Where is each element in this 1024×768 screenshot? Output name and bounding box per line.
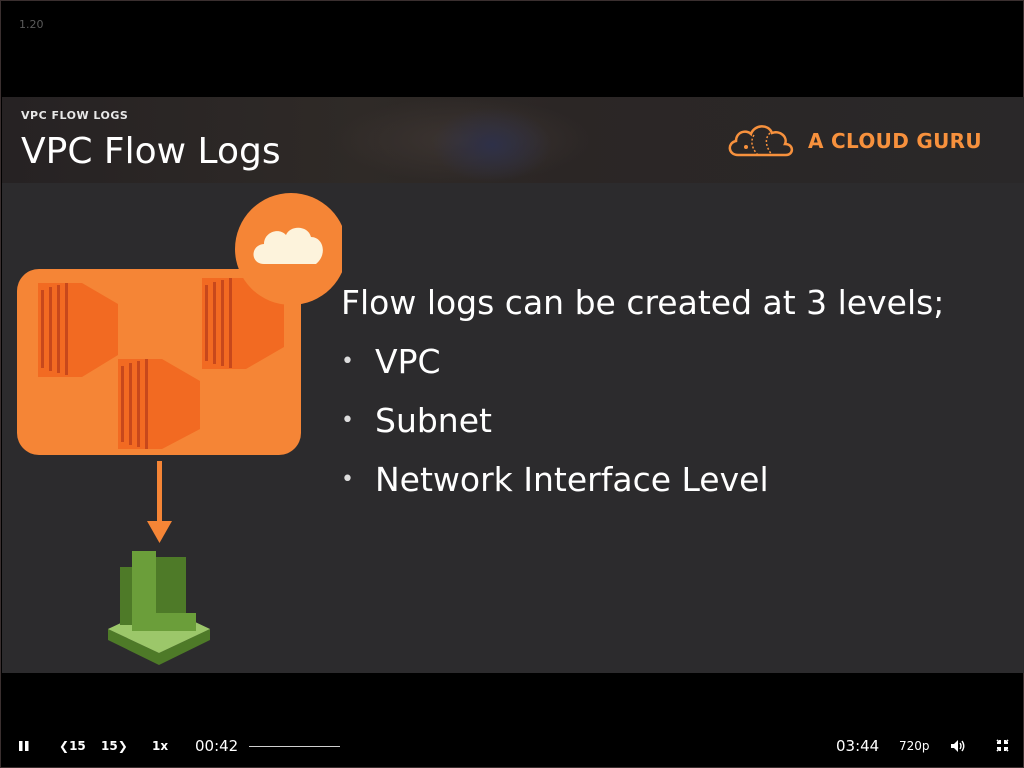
slide-title: VPC Flow Logs [21,131,281,172]
forward-15-icon: ❯ [117,739,128,753]
bullet-list: Flow logs can be created at 3 levels; • … [341,283,944,499]
bullet-item: • VPC [341,342,944,381]
bullet-lead: Flow logs can be created at 3 levels; [341,283,945,322]
section-label: VPC FLOW LOGS [21,109,129,122]
bullet-item: • Network Interface Level [341,460,944,499]
quality-button[interactable]: 720p [899,739,930,753]
version-label: 1.20 [19,18,44,31]
exit-fullscreen-button[interactable] [996,737,1009,755]
rewind-label: 15 [69,739,86,753]
ec2-instance-icon [38,283,118,377]
brand-logo: A CLOUD GURU [724,119,982,163]
pause-button[interactable] [18,737,30,755]
volume-button[interactable] [950,737,966,755]
forward-15-button[interactable]: 15❯ [101,737,128,755]
bullet-text: Network Interface Level [375,460,769,499]
volume-icon [951,740,965,752]
bullet-item: • Subnet [341,401,944,440]
cloud-badge-icon [235,193,342,305]
forward-label: 15 [101,739,118,753]
bullet-text: Subnet [375,401,492,440]
speed-button[interactable]: 1x [152,739,169,753]
arrow-down-icon [147,461,172,543]
ec2-instance-icon [118,359,200,449]
total-time: 03:44 [836,737,880,755]
bullet-dot: • [341,408,354,433]
flow-logs-diagram [17,193,342,665]
exit-fullscreen-icon [996,739,1009,752]
slide-header: VPC FLOW LOGS VPC Flow Logs A CLOUD GURU [2,97,1024,183]
bullet-dot: • [341,349,354,374]
cloudwatch-icon [108,551,210,665]
current-time: 00:42 [195,737,239,755]
rewind-15-button[interactable]: ❮15 [59,737,86,755]
progress-bar[interactable] [249,746,340,747]
rewind-15-icon: ❮ [59,739,70,753]
player-controls: ❮15 15❯ 1x 00:42 03:44 720p [2,723,1024,768]
ec2-instance-icon [202,278,284,369]
bullet-dot: • [341,467,354,492]
video-slide[interactable]: VPC FLOW LOGS VPC Flow Logs A CLOUD GURU [2,97,1024,673]
pause-icon [19,741,29,751]
bullet-text: VPC [375,342,441,381]
cloud-logo-icon [728,125,794,157]
brand-text: A CLOUD GURU [808,129,982,153]
